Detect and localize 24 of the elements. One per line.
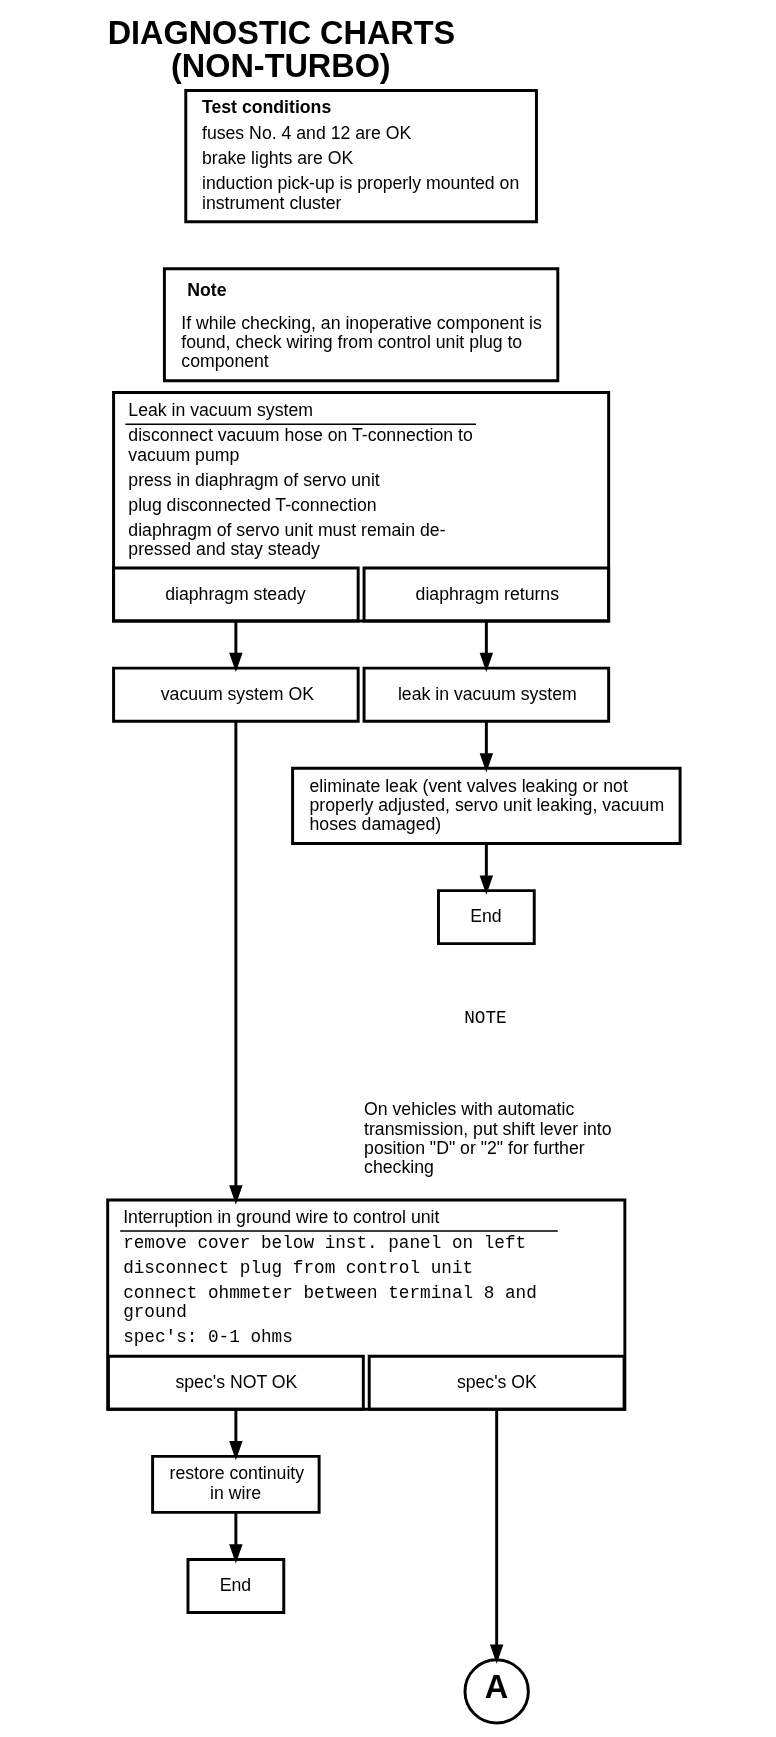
node-box: End [437,889,536,946]
node-box: restore continuity in wire [151,1454,321,1514]
arrow [229,721,243,1205]
label: On vehicles with automatic transmission, put shift lever into position "D" or "2" for further checking [364,1099,612,1177]
node-box: leak in vacuum system [362,666,611,723]
arrow [479,621,494,672]
arrow [479,844,494,895]
node-box: End [186,1558,286,1615]
node-box: vacuum system OK [112,666,360,723]
arrow [479,721,494,773]
node-box: Note If while checking, an inoperative component is found, check wiring from control unit plug to component [162,267,560,383]
diagram-title: DIAGNOSTIC CHARTS (NON-TURBO) [107,15,456,84]
arrow [229,621,243,672]
node-circle: A [463,1658,530,1725]
label: NOTE [464,1007,507,1028]
node-box: eliminate leak (vent valves leaking or not properly adjusted, servo unit leaking, vacuum hoses damaged) [291,766,682,845]
arrow [489,1409,504,1664]
node-box: diaphragm returns [362,566,611,623]
node-box: spec's NOT OK [106,1354,365,1411]
node-box: spec's OK [367,1354,626,1411]
arrow [229,1409,243,1461]
node-box: Test conditions fuses No. 4 and 12 are OK brake lights are OK induction pick-up is properly mounted on instrument cluster [184,89,538,224]
node-box: diaphragm steady [112,566,360,623]
arrow [229,1512,243,1564]
